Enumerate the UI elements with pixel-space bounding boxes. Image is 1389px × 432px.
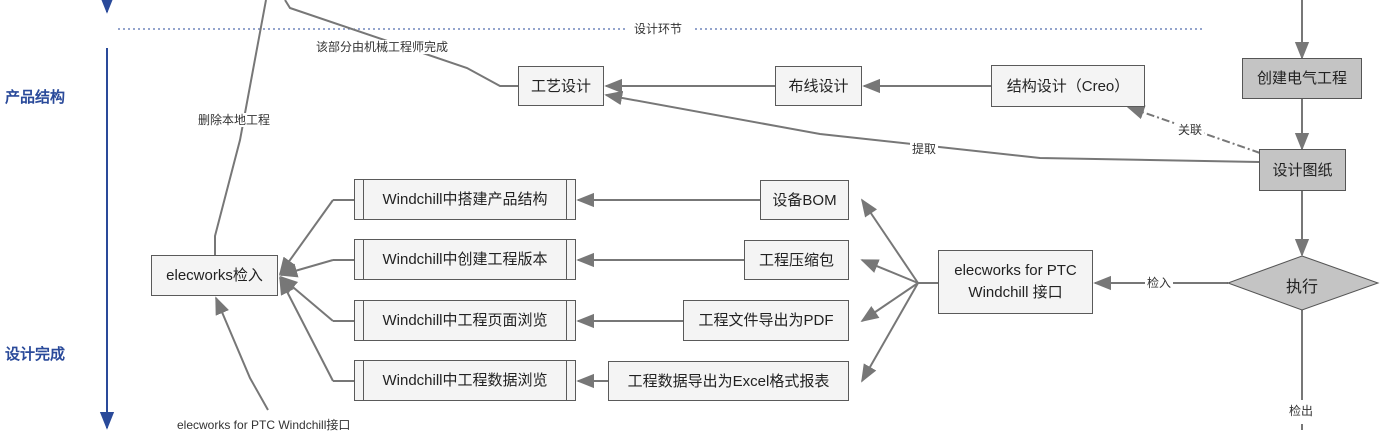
side-label-product-structure: 产品结构 [5, 89, 66, 106]
box-create-electrical-project: 创建电气工程 [1242, 58, 1362, 99]
box-structure-design: 结构设计（Creo） [991, 65, 1145, 107]
fan-to-bom [860, 198, 919, 284]
edge-label-extract: 提取 [910, 142, 939, 156]
fan-to-zip [860, 259, 919, 284]
edge-label-delete-local: 删除本地工程 [196, 113, 273, 127]
box-export-excel: 工程数据导出为Excel格式报表 [608, 361, 849, 401]
fan-to-pdf [860, 282, 919, 323]
box-wc-project-version: Windchill中创建工程版本 [354, 239, 576, 280]
box-project-zip: 工程压缩包 [744, 240, 849, 280]
box-wc-product-structure: Windchill中搭建产品结构 [354, 179, 576, 220]
edge-label-associate: 关联 [1176, 123, 1205, 137]
edge-label-checkin: 检入 [1145, 276, 1174, 290]
execute-label: 执行 [1285, 279, 1318, 296]
fan-in-3 [279, 275, 334, 322]
fan-in-4 [279, 276, 334, 382]
box-design-drawing: 设计图纸 [1259, 149, 1346, 191]
box-process-design: 工艺设计 [518, 66, 604, 106]
box-windchill-interface: elecworks for PTC Windchill 接口 [938, 250, 1093, 314]
box-wc-page-browse: Windchill中工程页面浏览 [354, 300, 576, 341]
fan-to-excel [861, 282, 919, 383]
box-wiring-design: 布线设计 [775, 66, 862, 106]
edge-label-checkout: 检出 [1287, 404, 1316, 418]
edge-process-upleft [284, 0, 518, 87]
edge-label-mech-engineer: 该部分由机械工程师完成 [314, 40, 451, 54]
edge-label-interface-bottom: elecworks for PTC Windchill接口 [175, 418, 353, 432]
fan-in-2 [279, 259, 334, 278]
side-label-design-complete: 设计完成 [5, 346, 66, 363]
fan-in-1 [278, 199, 334, 276]
box-wc-data-browse: Windchill中工程数据浏览 [354, 360, 576, 401]
box-export-pdf: 工程文件导出为PDF [683, 300, 849, 341]
phase-label: 设计环节 [634, 22, 683, 36]
box-elecworks-checkin: elecworks检入 [151, 255, 278, 296]
edge-checkin-up [214, 0, 267, 255]
box-device-bom: 设备BOM [760, 180, 849, 220]
execute-diamond [1226, 255, 1380, 311]
edge-bottom-to-checkin [215, 296, 269, 411]
